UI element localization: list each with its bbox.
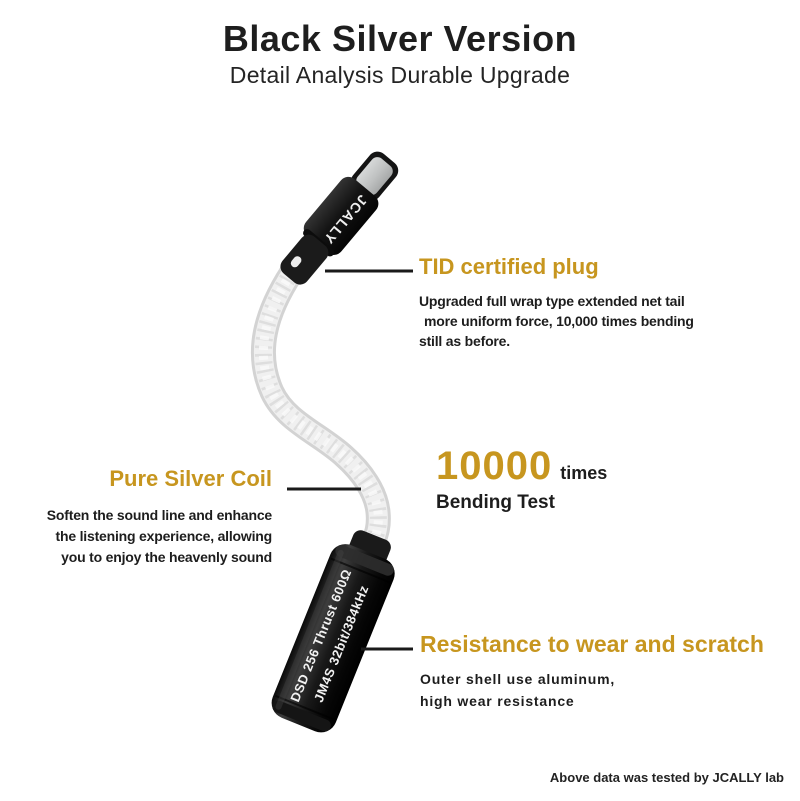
cable-body: [253, 262, 388, 553]
callout-wear-title: Resistance to wear and scratch: [420, 631, 764, 657]
callout-coil-desc: Soften the sound line and enhance the li…: [0, 505, 272, 568]
callout-wear-line2: high wear resistance: [420, 693, 575, 709]
plug-metal-tip: [356, 157, 393, 196]
callout-tid-desc: Upgraded full wrap type extended net tai…: [419, 291, 694, 351]
dac-top-groove: [330, 557, 391, 584]
callout-tid-line2: more uniform force, 10,000 times bending: [424, 313, 694, 329]
cable-braid-texture: [254, 267, 387, 546]
callout-coil-line2: the listening experience, allowing: [55, 528, 273, 544]
callout-coil: Pure Silver Coil Soften the sound line a…: [0, 466, 272, 568]
callout-wear-desc: Outer shell use aluminum, high wear resi…: [420, 668, 764, 712]
strain-relief: [280, 234, 329, 285]
bending-test-unit: times: [560, 463, 608, 483]
callout-coil-line1: Soften the sound line and enhance: [46, 507, 272, 523]
dac-top-cap: [335, 544, 394, 576]
bending-test-number: 10000: [436, 444, 553, 488]
dac-cylinder: [271, 544, 395, 733]
bending-test-badge: 10000 times Bending Test: [436, 444, 608, 514]
callout-tid-title: TID certified plug: [419, 254, 599, 279]
callout-tid-line3: still as before.: [419, 333, 510, 349]
dac-bottom-cap: [272, 700, 331, 732]
callout-tid: TID certified plug Upgraded full wrap ty…: [419, 254, 694, 351]
callout-coil-title: Pure Silver Coil: [109, 466, 272, 491]
page-title: Black Silver Version: [222, 18, 578, 59]
callout-tid-line1: Upgraded full wrap type extended net tai…: [419, 293, 685, 309]
callout-coil-line3: you to enjoy the heavenly sound: [61, 549, 272, 565]
bending-test-row: 10000 times: [436, 444, 608, 488]
callout-wear: Resistance to wear and scratch Outer she…: [420, 631, 764, 712]
plug-shell: [303, 176, 379, 255]
dac-highlight: [275, 549, 344, 710]
usb-c-plug: JCALLY: [280, 151, 399, 285]
bending-test-label: Bending Test: [436, 492, 555, 513]
dac-shell: JM4S 32bit/384kHz DSD 256 Thrust 600Ω: [271, 530, 395, 733]
dac-bottom-groove: [275, 694, 336, 721]
led-window: [290, 256, 302, 268]
braided-cable: [250, 259, 391, 556]
footer-note: Above data was tested by JCALLY lab: [549, 770, 784, 785]
page-subtitle: Detail Analysis Durable Upgrade: [229, 62, 571, 88]
callout-wear-line1: Outer shell use aluminum,: [420, 671, 616, 687]
